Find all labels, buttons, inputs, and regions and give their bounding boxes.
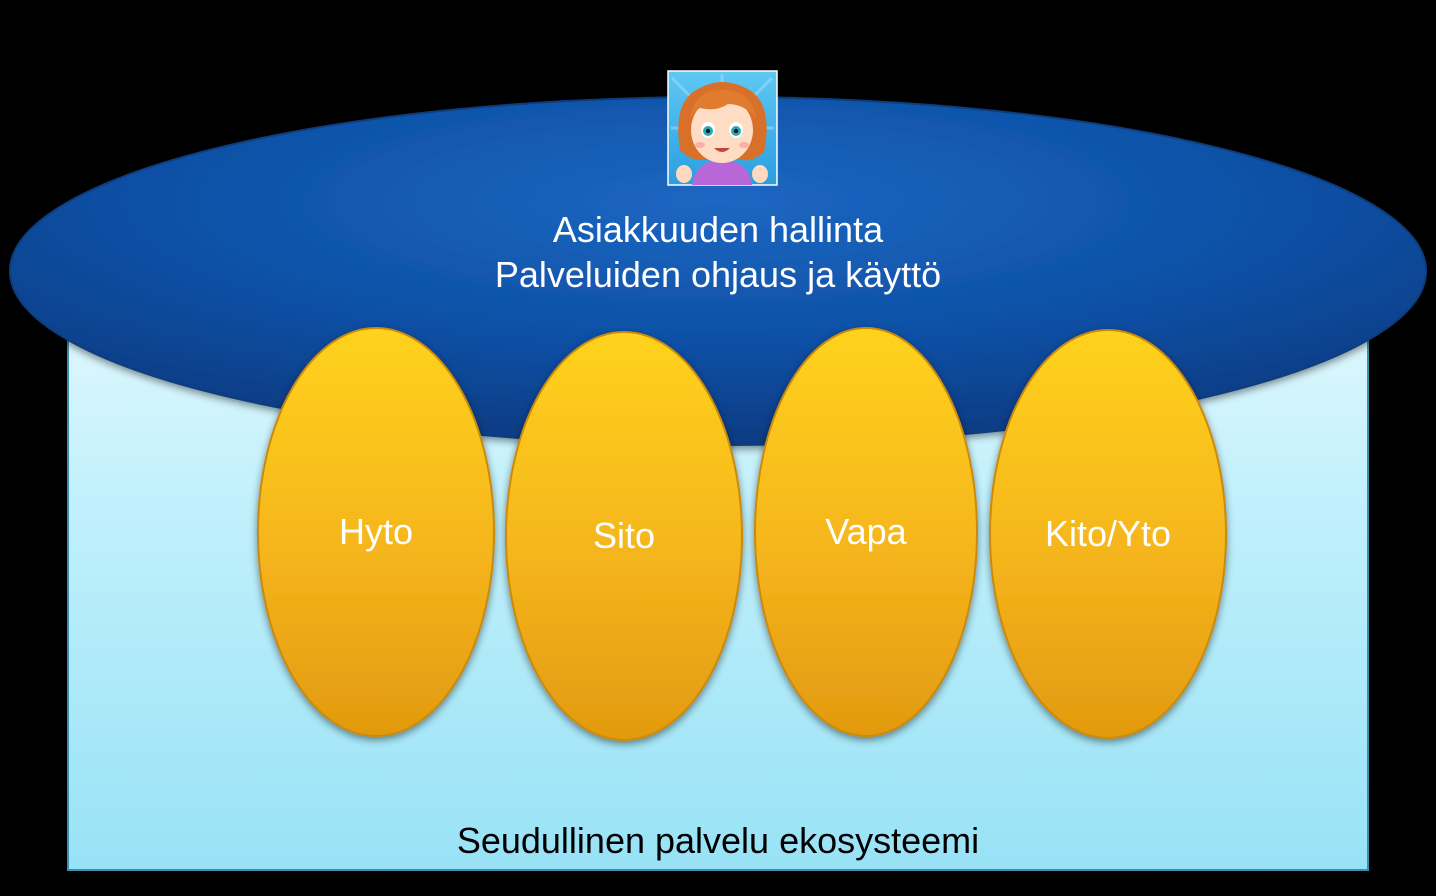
- girl-avatar-icon: [667, 70, 778, 186]
- service-label-sito: Sito: [593, 515, 655, 556]
- service-label-vapa: Vapa: [825, 511, 907, 552]
- customer-management-label: Asiakkuuden hallinta: [553, 209, 884, 250]
- service-hyto: Hyto: [257, 327, 495, 737]
- service-guidance-label: Palveluiden ohjaus ja käyttö: [495, 254, 941, 295]
- ecosystem-label: Seudullinen palvelu ekosysteemi: [457, 820, 979, 861]
- service-sito: Sito: [505, 331, 743, 741]
- service-vapa: Vapa: [754, 327, 978, 737]
- service-label-hyto: Hyto: [339, 511, 413, 552]
- service-label-kito-yto: Kito/Yto: [1045, 513, 1171, 554]
- service-kito-yto: Kito/Yto: [989, 329, 1227, 739]
